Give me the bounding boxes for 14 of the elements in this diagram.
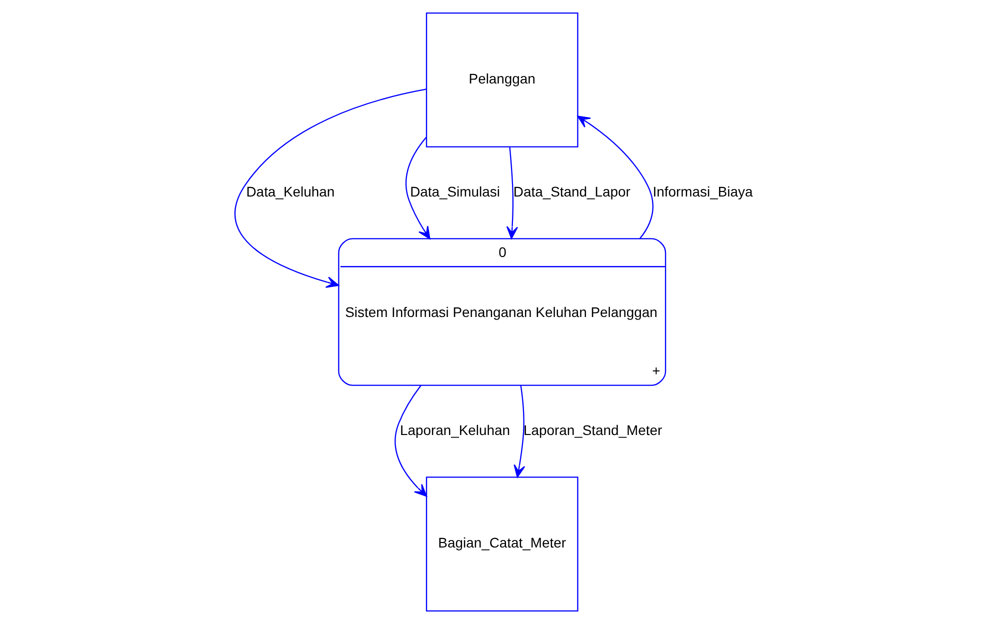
node-box: Bagian_Catat_Meter: [426, 476, 578, 612]
arrow: [514, 385, 526, 478]
edge-label: Data_Keluhan: [246, 183, 335, 200]
arrow: [405, 136, 430, 240]
edge-label: Data_Stand_Lapor: [513, 183, 630, 200]
edge-label: Laporan_Keluhan: [400, 422, 510, 438]
node-box: Pelanggan: [426, 12, 578, 148]
arrow: [234, 88, 426, 288]
arrow: [506, 147, 518, 240]
arrow: [394, 385, 428, 497]
edge-label: Data_Simulasi: [410, 183, 500, 200]
edge-label: Informasi_Biaya: [652, 183, 753, 200]
arrow: [577, 116, 654, 240]
edge-label: Laporan_Stand_Meter: [523, 422, 662, 438]
